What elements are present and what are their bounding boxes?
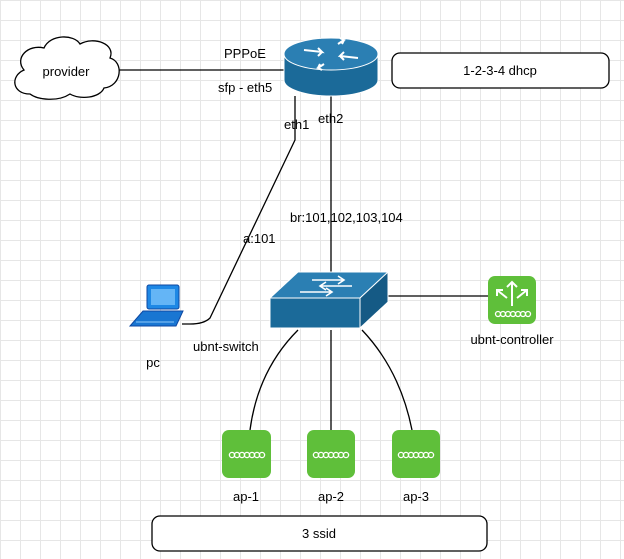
router-icon <box>283 37 379 97</box>
controller-label: ubnt-controller <box>470 332 554 347</box>
pc-label: pc <box>146 355 160 370</box>
ap-label: ap-1 <box>233 489 259 504</box>
ap-node[interactable]: ap-1 <box>222 430 271 504</box>
access-label: a:101 <box>243 231 276 246</box>
ap-label: ap-3 <box>403 489 429 504</box>
eth1-label: eth1 <box>284 117 309 132</box>
pc-node[interactable]: pc <box>128 284 184 370</box>
provider-label: provider <box>43 64 91 79</box>
ap-label: ap-2 <box>318 489 344 504</box>
switch-node[interactable]: ubnt-switch <box>193 270 390 354</box>
provider-node[interactable]: provider <box>14 36 120 100</box>
switch-icon <box>268 270 390 330</box>
dhcp-note-text: 1-2-3-4 dhcp <box>463 63 537 78</box>
link-switch-ap1 <box>249 329 299 431</box>
eth2-label: eth2 <box>318 111 343 126</box>
connections <box>118 69 488 431</box>
ssid-note[interactable]: 3 ssid <box>151 515 488 552</box>
ssid-note-text: 3 ssid <box>302 526 336 541</box>
ap-node[interactable]: ap-3 <box>392 430 440 504</box>
trunk-label: br:101,102,103,104 <box>290 210 403 225</box>
ap-node[interactable]: ap-2 <box>307 430 355 504</box>
dhcp-note[interactable]: 1-2-3-4 dhcp <box>391 52 610 89</box>
sfp-eth5-label: sfp - eth5 <box>218 80 272 95</box>
wireless-ap-icon <box>222 430 271 478</box>
cloud-icon <box>14 36 120 100</box>
laptop-icon <box>128 284 184 327</box>
router-node[interactable] <box>283 37 379 97</box>
controller-node[interactable]: ubnt-controller <box>470 276 554 347</box>
wireless-ap-icon <box>392 430 440 478</box>
ubnt-controller-icon <box>488 276 536 324</box>
switch-label: ubnt-switch <box>193 339 259 354</box>
pppoe-label: PPPoE <box>224 46 266 61</box>
link-router-pc <box>182 96 296 325</box>
wireless-ap-icon <box>307 430 355 478</box>
link-switch-ap3 <box>361 329 413 431</box>
